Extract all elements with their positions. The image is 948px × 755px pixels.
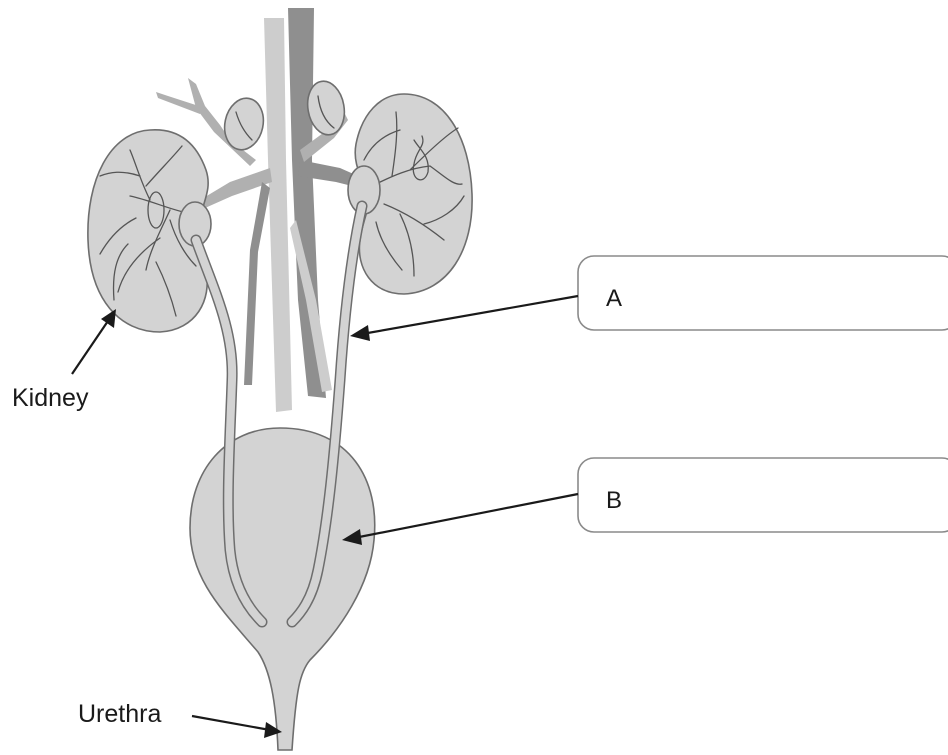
answer-box-a-letter: A — [606, 285, 622, 312]
left-iliac-vessel — [244, 182, 270, 385]
answer-box-b[interactable]: B — [578, 458, 948, 532]
bladder — [190, 428, 375, 750]
vena-cava — [264, 18, 292, 412]
right-kidney — [348, 94, 472, 294]
arrow-kidney — [72, 309, 116, 374]
arrow-urethra — [192, 716, 282, 738]
urethra-label: Urethra — [78, 700, 161, 728]
arrow-a — [350, 296, 578, 341]
left-adrenal-gland — [220, 95, 268, 154]
answer-box-a[interactable]: A — [578, 256, 948, 330]
arrow-b — [342, 494, 578, 545]
answer-box-b-letter: B — [606, 487, 622, 514]
kidney-label: Kidney — [12, 384, 89, 412]
left-kidney — [88, 130, 211, 332]
